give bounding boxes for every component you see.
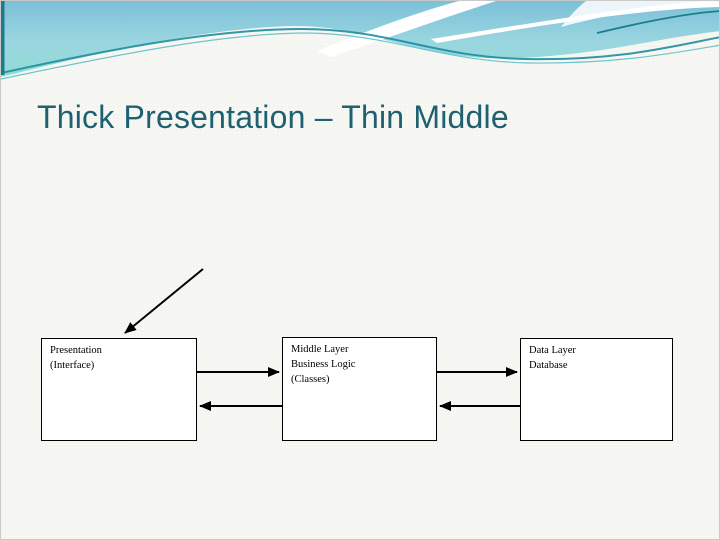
wave-white-corner-wedge (561, 1, 719, 27)
wave-ribbon-light (1, 32, 719, 80)
middle-layer-box-line-1: Middle Layer (291, 344, 349, 355)
wave-band (1, 1, 719, 77)
wave-ribbon-corner (596, 10, 719, 34)
presentation-box-line-1: Presentation (50, 345, 102, 356)
wave-white-thin-streak (431, 1, 719, 43)
middle-layer-box: Middle Layer Business Logic (Classes) (282, 337, 437, 441)
middle-layer-box-line-3: (Classes) (291, 374, 330, 385)
presentation-box: Presentation (Interface) (41, 338, 197, 441)
presentation-box-line-2: (Interface) (50, 360, 95, 371)
wave-white-diagonal-streak (317, 1, 496, 57)
wave-ribbon-dark (1, 27, 719, 74)
header-wave-decoration (1, 1, 719, 80)
left-edge-strip (1, 1, 5, 75)
middle-layer-box-line-2: Business Logic (291, 359, 356, 370)
data-layer-box-line-1: Data Layer (529, 345, 576, 356)
slide-title: Thick Presentation – Thin Middle (37, 99, 509, 135)
data-layer-box-line-2: Database (529, 360, 568, 371)
arrow-diagonal-to-presentation (124, 268, 204, 334)
data-layer-box: Data Layer Database (520, 338, 673, 441)
